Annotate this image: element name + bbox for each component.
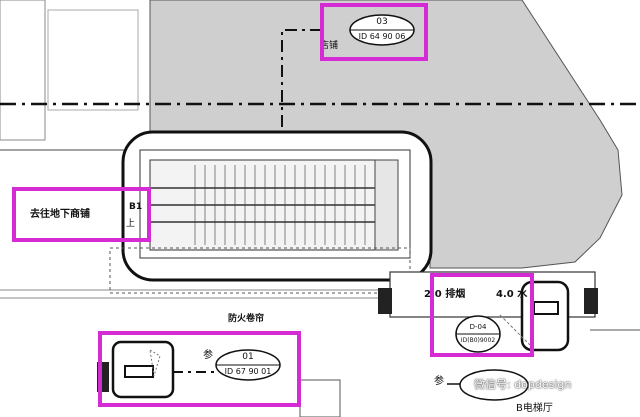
- escalator-end-right: [374, 159, 399, 251]
- elevator-hall-label: B电梯厅: [516, 403, 553, 414]
- exhaust-label: 2.0 排烟: [424, 289, 466, 300]
- water-label: 4.0 水: [496, 289, 528, 300]
- b1-label: B1: [129, 202, 143, 212]
- tag-bottom-ellipse: [459, 369, 529, 401]
- ref-left-label: 参: [203, 350, 213, 361]
- tagD04-id: ID(B0)9002: [460, 337, 496, 344]
- highlight-to-shops: [12, 187, 151, 242]
- ref-bottom-label: 参: [434, 376, 444, 387]
- pillar-b: [584, 288, 598, 314]
- column-left-inner: [47, 9, 139, 111]
- tagD04-number: D-04: [469, 323, 487, 331]
- left-hatch: [149, 349, 161, 377]
- pillar-a: [378, 288, 392, 314]
- tag03-id: ID 64 90 06: [358, 32, 406, 41]
- watermark-text: 微信号: dopdesign: [474, 378, 572, 391]
- column-left-top: [0, 0, 46, 141]
- highlight-tagD04: [430, 273, 534, 357]
- bottom-block: [299, 379, 341, 417]
- tag01-id: ID 67 90 01: [224, 367, 272, 376]
- leader-top: [281, 29, 322, 135]
- up-label: 上: [126, 219, 136, 229]
- shop-top-label: 店铺: [320, 41, 339, 51]
- highlight-tag01: [98, 331, 301, 407]
- right-device: [533, 301, 559, 315]
- to-shops-label: 去往地下商铺: [30, 209, 90, 220]
- tag03-number: 03: [376, 17, 388, 27]
- escalator-inner: [139, 149, 411, 259]
- dotted-room-lower: [109, 247, 411, 294]
- right-hatch: [499, 314, 531, 346]
- fire-stair-label: 防火卷帘: [228, 314, 265, 324]
- highlight-tag03: [320, 3, 428, 61]
- tag01-number: 01: [242, 352, 254, 362]
